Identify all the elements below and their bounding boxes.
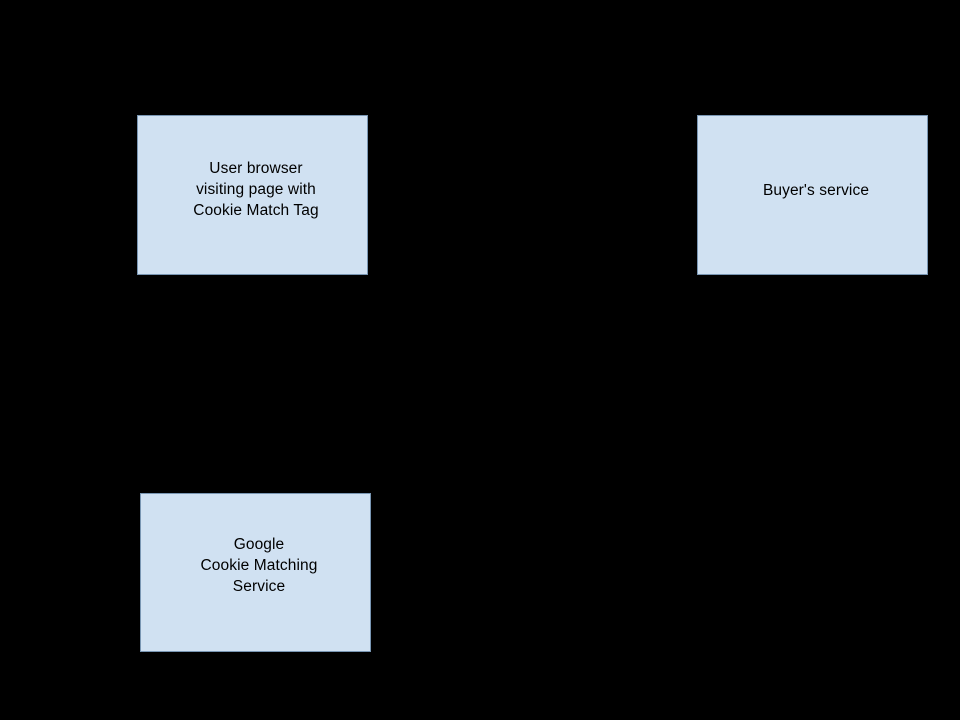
- node-google-cookie-matching[interactable]: Google Cookie Matching Service: [140, 493, 371, 652]
- node-user-browser-label: User browser visiting page with Cookie M…: [193, 160, 319, 219]
- node-buyers-service-label: Buyer's service: [762, 182, 870, 199]
- node-buyers-service[interactable]: Buyer's service: [697, 115, 928, 275]
- node-user-browser[interactable]: User browser visiting page with Cookie M…: [137, 115, 368, 275]
- node-google-cookie-matching-label: Google Cookie Matching Service: [200, 536, 318, 595]
